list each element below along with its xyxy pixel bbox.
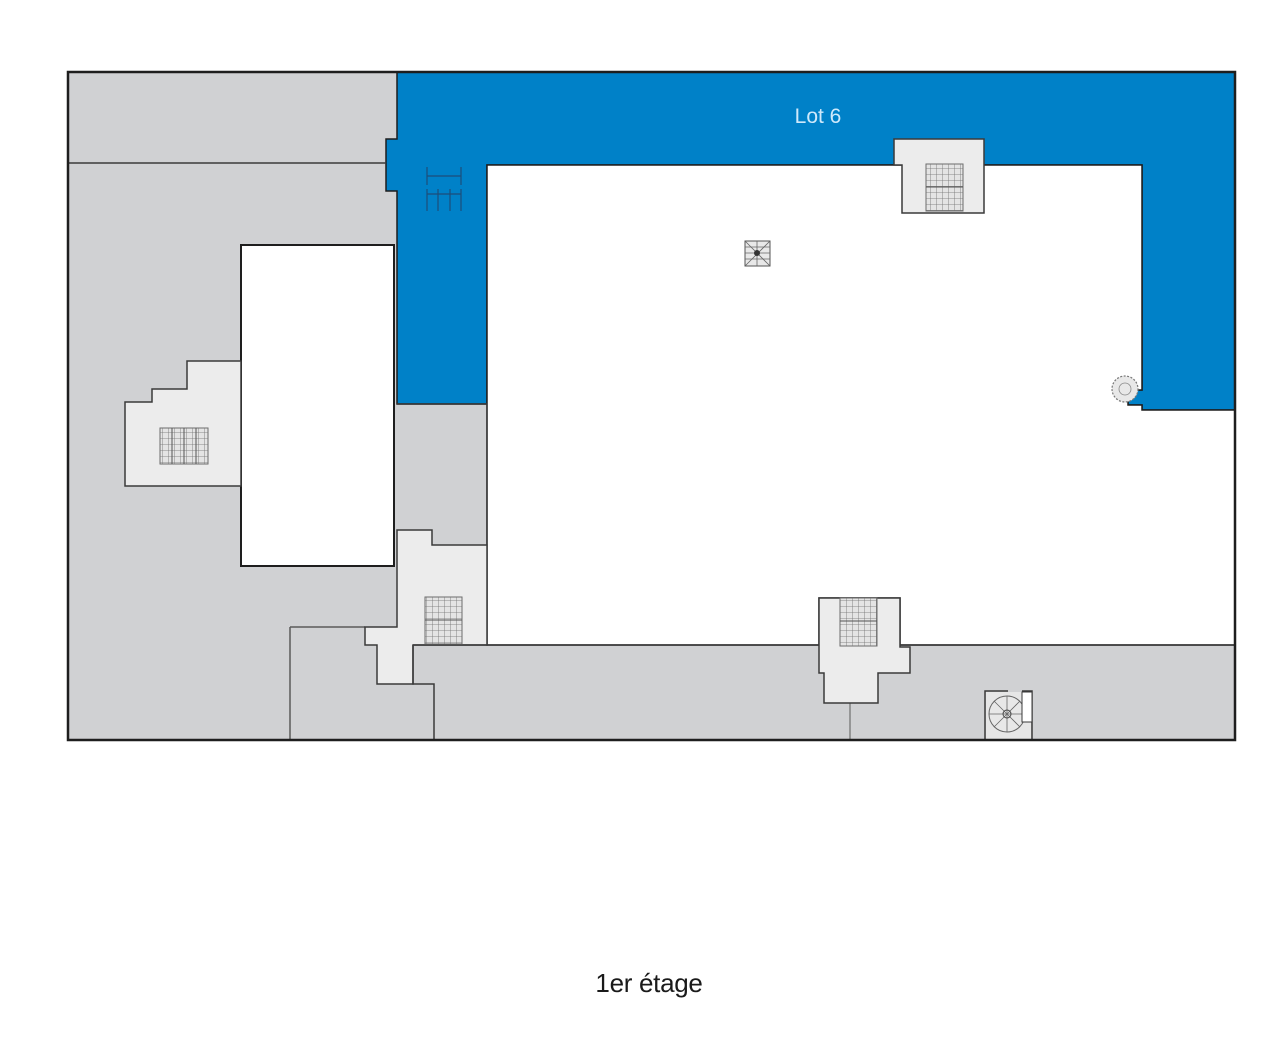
straight-stair-icon [426, 167, 462, 211]
floor-caption: 1er étage [595, 968, 703, 998]
lot-label: Lot 6 [795, 105, 842, 128]
stair-core-west [124, 360, 242, 487]
partition-wall [412, 645, 435, 740]
spiral-stair-icon [1111, 375, 1139, 403]
straight-stair-icon [839, 597, 878, 647]
building-outline [66, 70, 1237, 742]
west-courtyard [240, 244, 395, 567]
courtyard [486, 164, 1236, 646]
spiral-stair-icon [984, 690, 1033, 740]
elevator-icon [744, 240, 771, 267]
